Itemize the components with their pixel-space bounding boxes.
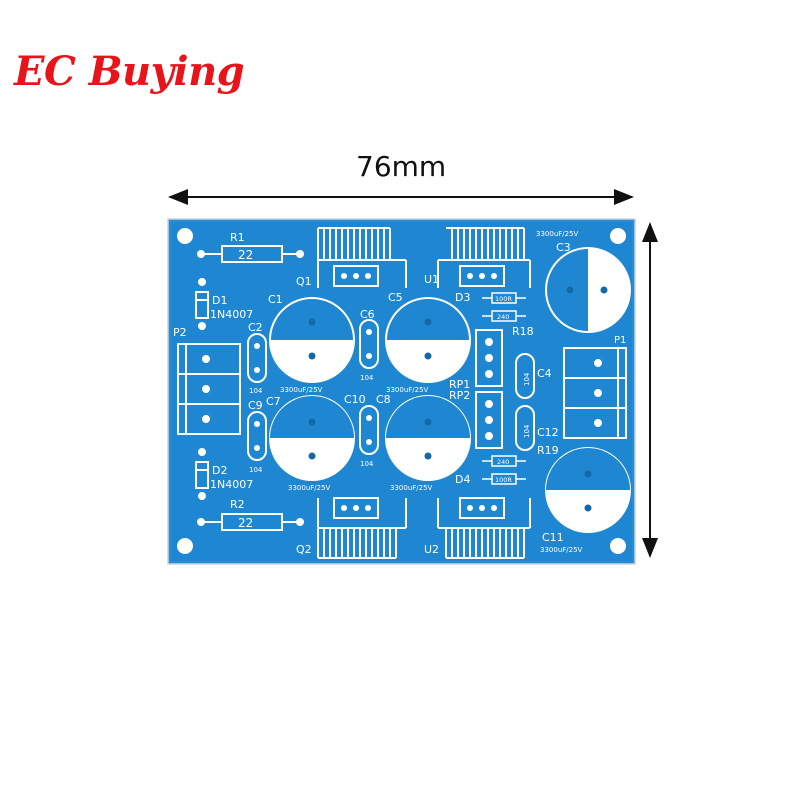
label-c6-value: 104: [360, 374, 374, 382]
transistor-footprint-q2: [333, 497, 379, 519]
label-res-240-bottom: 240: [497, 458, 509, 466]
electrolytic-cap-c8: [385, 395, 471, 481]
label-c11: C11: [542, 531, 564, 544]
label-c9: C9: [248, 399, 263, 412]
trimpot-footprint-rp2: [475, 391, 503, 449]
label-c12: C12: [537, 426, 559, 439]
label-u1: U1: [424, 273, 439, 286]
mounting-hole: [610, 228, 626, 244]
label-rp2: RP2: [449, 389, 470, 402]
resistor-footprint-100r-top: [482, 292, 526, 304]
electrolytic-cap-c7: [269, 395, 355, 481]
label-c3-rating: 3300uF/25V: [536, 230, 579, 238]
label-r19: R19: [537, 444, 559, 457]
label-c2-value: 104: [249, 387, 263, 395]
electrolytic-cap-c1: [269, 297, 355, 383]
label-d2-part: 1N4007: [210, 478, 253, 491]
resistor-footprint-r2: [197, 513, 304, 531]
label-r1-value: 22: [238, 248, 253, 262]
terminal-block-p1: [563, 347, 627, 439]
regulator-footprint-u1: [459, 265, 505, 287]
label-d4: D4: [455, 473, 470, 486]
mounting-hole: [177, 228, 193, 244]
label-c7: C7: [266, 395, 281, 408]
heatsink-q1: [317, 227, 407, 288]
label-c5-rating: 3300uF/25V: [386, 386, 429, 394]
label-c3: C3: [556, 241, 571, 254]
label-c11-rating: 3300uF/25V: [540, 546, 583, 554]
label-p2: P2: [173, 326, 187, 339]
label-d1: D1: [212, 294, 227, 307]
diode-footprint-d2: [195, 448, 209, 500]
width-dimension-label: 76mm: [356, 150, 447, 183]
diode-footprint-d1: [195, 278, 209, 330]
cap-footprint-c10: [359, 405, 379, 455]
mounting-hole: [610, 538, 626, 554]
electrolytic-cap-c3: [545, 247, 631, 333]
terminal-block-p2: [177, 343, 241, 435]
label-r18: R18: [512, 325, 534, 338]
transistor-footprint-q1: [333, 265, 379, 287]
heatsink-u2: [437, 498, 531, 559]
label-q2: Q2: [296, 543, 312, 556]
label-res-100r-bottom: 100R: [495, 476, 512, 484]
label-c9-value: 104: [249, 466, 263, 474]
brand-logo: EC Buying: [14, 48, 245, 95]
label-r1: R1: [230, 231, 245, 244]
label-c5: C5: [388, 291, 403, 304]
label-c4-value: 104: [523, 372, 531, 386]
label-c8: C8: [376, 393, 391, 406]
cap-footprint-c6: [359, 319, 379, 369]
label-c12-value: 104: [523, 424, 531, 438]
regulator-footprint-u2: [459, 497, 505, 519]
label-r2: R2: [230, 498, 245, 511]
cap-footprint-c12: [515, 405, 535, 451]
label-c4: C4: [537, 367, 552, 380]
label-r2-value: 22: [238, 516, 253, 530]
resistor-footprint-240-bottom: [482, 455, 526, 467]
label-u2: U2: [424, 543, 439, 556]
label-res-240-top: 240: [497, 313, 509, 321]
label-c6: C6: [360, 308, 375, 321]
label-c10: C10: [344, 393, 366, 406]
label-p1: P1: [614, 335, 626, 346]
electrolytic-cap-c11: [545, 447, 631, 533]
label-d3: D3: [455, 291, 470, 304]
heatsink-u1: [437, 227, 531, 288]
label-c7-rating: 3300uF/25V: [288, 484, 331, 492]
mounting-hole: [177, 538, 193, 554]
resistor-footprint-240-top: [482, 310, 526, 322]
label-rp1: RP1: [449, 378, 470, 391]
label-d1-part: 1N4007: [210, 308, 253, 321]
trimpot-footprint-rp1: [475, 329, 503, 387]
label-q1: Q1: [296, 275, 312, 288]
electrolytic-cap-c5: [385, 297, 471, 383]
cap-footprint-c4: [515, 353, 535, 399]
label-d2: D2: [212, 464, 227, 477]
silkscreen-labels: R1 22 R2 22 D1 1N4007 D2 1N4007 P2 P1 Q1…: [173, 230, 626, 556]
label-c1-rating: 3300uF/25V: [280, 386, 323, 394]
resistor-footprint-r1: [197, 245, 304, 263]
label-res-100r-top: 100R: [495, 295, 512, 303]
label-c10-value: 104: [360, 460, 374, 468]
label-c1: C1: [268, 293, 283, 306]
label-c2: C2: [248, 321, 263, 334]
label-c8-rating: 3300uF/25V: [390, 484, 433, 492]
cap-footprint-c2: [247, 333, 267, 383]
resistor-footprint-100r-bottom: [482, 473, 526, 485]
heatsink-q2: [317, 498, 407, 559]
cap-footprint-c9: [247, 411, 267, 461]
